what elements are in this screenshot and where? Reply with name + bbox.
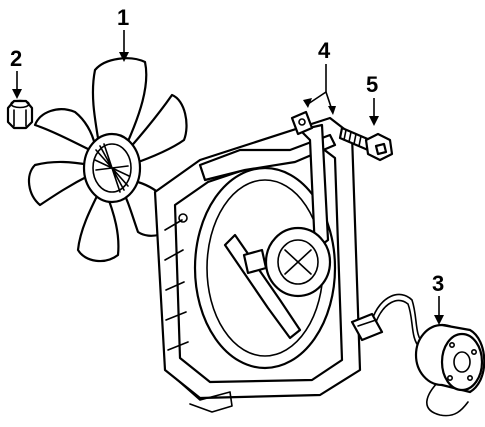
fan-shroud <box>153 110 362 413</box>
callout-5: 5 <box>366 72 379 126</box>
fan-nut <box>6 99 34 130</box>
fan-blade <box>27 57 188 263</box>
callout-3: 3 <box>432 271 444 325</box>
svg-text:2: 2 <box>10 46 22 71</box>
svg-text:1: 1 <box>117 5 129 30</box>
shroud-bolt <box>338 126 394 162</box>
callout-4: 4 <box>303 38 336 115</box>
fan-motor <box>350 293 485 417</box>
callout-2: 2 <box>10 46 22 99</box>
svg-text:4: 4 <box>318 38 331 63</box>
callout-1: 1 <box>117 5 129 62</box>
svg-text:5: 5 <box>366 72 378 97</box>
svg-text:3: 3 <box>432 271 444 296</box>
